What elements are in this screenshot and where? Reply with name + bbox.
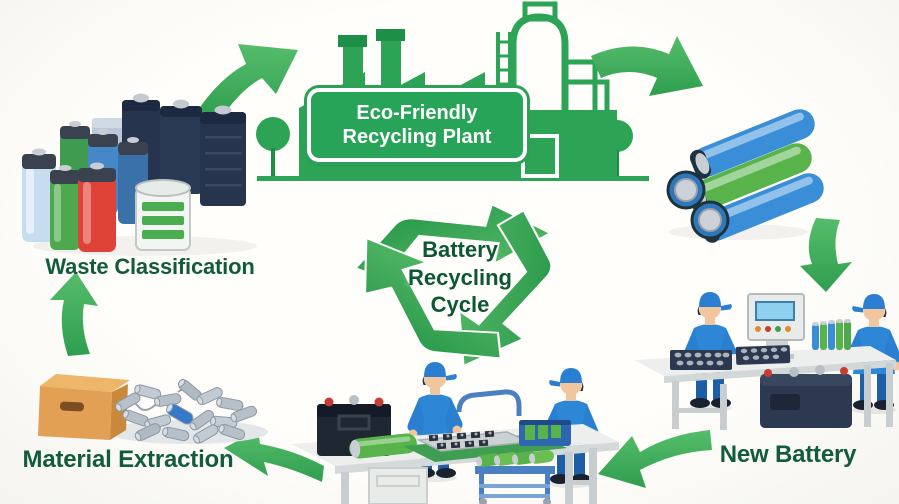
cycle-label-line2: Recycling — [408, 264, 512, 290]
waste-classification-label: Waste Classification — [45, 254, 255, 279]
cycle-center-label: Battery Recycling Cycle — [300, 236, 620, 319]
recycling-plant-illustration: Eco-Friendly Recycling Plant — [255, 1, 655, 186]
extracted-materials-icon — [38, 374, 268, 444]
arrow-up-icon — [50, 272, 98, 356]
arrow-down-left-icon — [598, 430, 712, 488]
material-extraction-label: Material Extraction — [22, 446, 234, 473]
recycling-symbol-icon — [353, 202, 553, 368]
assembly-workstation-icon — [634, 292, 899, 430]
arrow-extraction-to-waste — [46, 268, 112, 356]
new-battery-label: New Battery — [719, 441, 857, 468]
waste-classification-illustration — [20, 76, 265, 258]
plant-sign: Eco-Friendly Recycling Plant — [307, 88, 527, 162]
cycle-label-line1: Battery — [422, 237, 498, 262]
battery-assembly-illustration — [628, 268, 899, 464]
arrow-up-right-icon — [198, 44, 298, 120]
plant-sign-line2: Recycling Plant — [342, 126, 492, 148]
arrow-assembly-to-disassembly — [594, 424, 716, 494]
battery-recycling-cycle: Battery Recycling Cycle — [300, 182, 620, 368]
battery-disassembly-illustration — [283, 350, 623, 504]
arrow-waste-to-plant — [192, 28, 304, 120]
cycle-label-line3: Cycle — [430, 292, 490, 317]
disassembly-workstation-icon — [291, 362, 619, 504]
arrow-cells-to-assembly — [798, 214, 854, 296]
arrow-left-icon — [224, 430, 324, 482]
arrow-down-icon — [800, 218, 852, 292]
arrow-down-right-icon — [591, 36, 703, 96]
battery-cells-icon — [666, 109, 824, 243]
material-extraction-illustration — [28, 342, 273, 446]
new-cells-illustration — [658, 92, 824, 244]
arrow-plant-to-cells — [585, 30, 707, 114]
used-batteries-icon — [22, 93, 257, 256]
plant-sign-line1: Eco-Friendly — [356, 102, 478, 124]
arrow-disassembly-to-extraction — [220, 428, 326, 490]
